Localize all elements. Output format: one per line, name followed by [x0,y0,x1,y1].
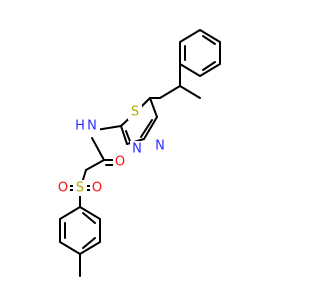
bond [82,237,96,249]
bond [149,97,158,118]
label-background [72,118,100,134]
bond [202,35,216,45]
bond [199,29,221,43]
label-background [113,154,127,170]
bond [179,85,201,99]
nitrogen-atom-label: N [132,142,142,157]
label-background [56,180,70,196]
label-background [153,138,167,154]
amide-nitrogen-label: N [87,119,97,134]
sulfonyl-oxygen-label: O [92,181,102,196]
bond [179,29,201,43]
atom-labels: S N N H N O S O O [56,104,167,196]
phenyl-ring [179,29,221,77]
bond [199,63,221,77]
bond [59,241,81,255]
nitrogen-atom-label: N [155,139,165,154]
bond [179,63,201,77]
bond [91,137,105,161]
amide-hydrogen-label: H [75,119,85,134]
bond [140,119,153,138]
label-background [128,104,142,120]
sulfonyl-oxygen-label: O [58,181,68,196]
bond [202,61,216,71]
label-background [90,180,104,196]
bond [79,241,101,255]
bond [85,159,105,171]
molecule-structure: S N N H N O S O O [56,29,221,277]
bond [120,125,128,145]
bond [79,206,101,220]
carbonyl-oxygen-label: O [115,155,125,170]
label-background [130,141,144,157]
propyl-chain [149,63,201,99]
bond [95,125,122,131]
bond [59,206,81,220]
label-background [73,180,87,196]
bond [159,85,181,99]
bond [82,212,96,224]
sulfonyl-sulfur-label: S [76,181,84,196]
bond [143,116,158,140]
tolyl-ring [59,206,101,277]
sulfur-atom-label: S [131,105,139,120]
